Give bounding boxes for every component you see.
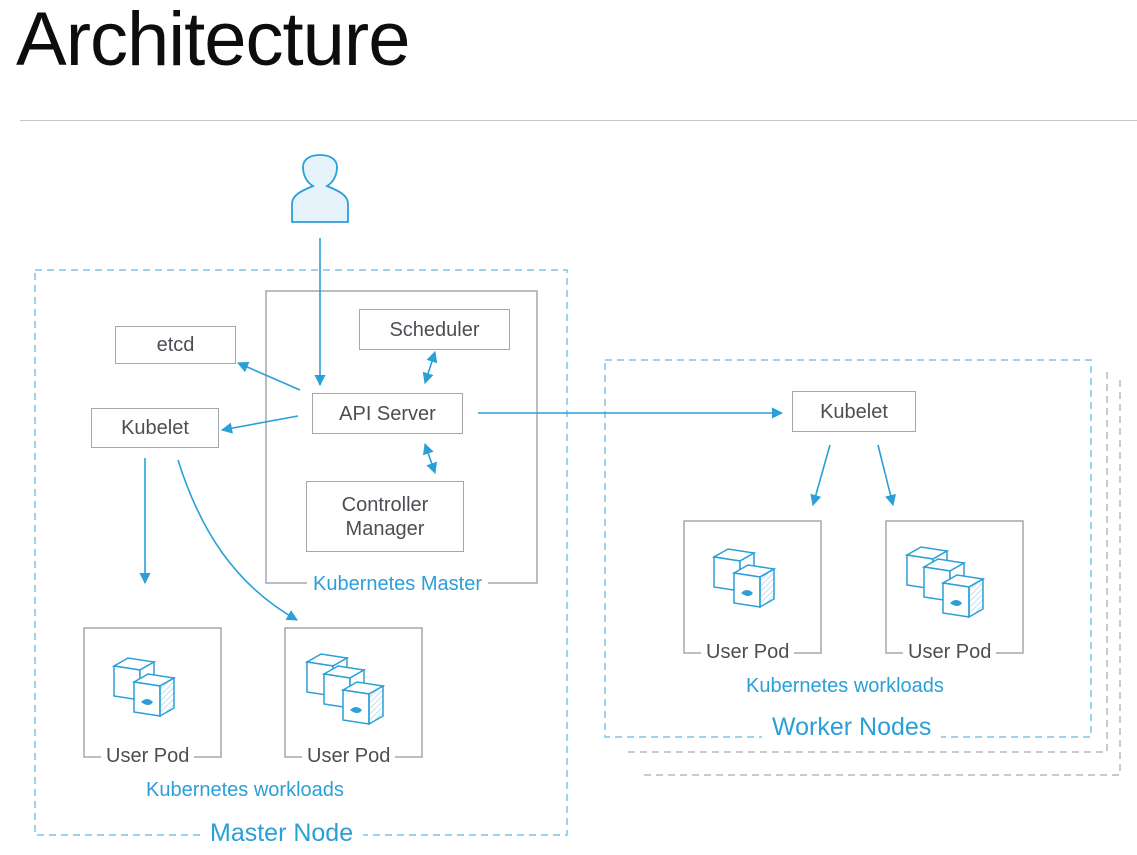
kubernetes-master-label: Kubernetes Master [307, 573, 488, 596]
arrow-worker-kubelet-to-pod-2 [877, 444, 896, 507]
arrow-kubelet-to-pod-2 [177, 459, 298, 621]
worker-kubelet-box: Kubelet [792, 391, 916, 432]
user-icon [291, 154, 349, 223]
worker-workloads-label: Kubernetes workloads [740, 675, 950, 698]
master-user-pod-label-2: User Pod [302, 745, 396, 768]
etcd-box: etcd [115, 326, 236, 364]
scheduler-box: Scheduler [359, 309, 510, 350]
container-cubes-icon [113, 657, 175, 717]
arrow-worker-kubelet-to-pod-1 [810, 444, 831, 507]
arrow-api-scheduler [422, 350, 438, 385]
worker-user-pod-label-2: User Pod [903, 641, 997, 664]
worker-nodes-label: Worker Nodes [762, 713, 942, 742]
title-divider [20, 120, 1137, 121]
master-user-pod-label-1: User Pod [101, 745, 195, 768]
worker-node-stack-back [642, 380, 1121, 776]
page-title: Architecture [16, 0, 410, 82]
arrow-api-controller [422, 442, 438, 475]
worker-node-stack-middle [625, 372, 1108, 753]
master-kubelet-box: Kubelet [91, 408, 219, 448]
master-workloads-label: Kubernetes workloads [140, 779, 350, 802]
api-server-box: API Server [312, 393, 463, 434]
container-cubes-icon [306, 653, 384, 725]
arrow-api-to-etcd [236, 361, 301, 391]
master-node-label: Master Node [200, 819, 364, 848]
arrow-api-to-kubelet [220, 415, 299, 434]
controller-manager-box: Controller Manager [306, 481, 464, 552]
worker-user-pod-label-1: User Pod [701, 641, 795, 664]
